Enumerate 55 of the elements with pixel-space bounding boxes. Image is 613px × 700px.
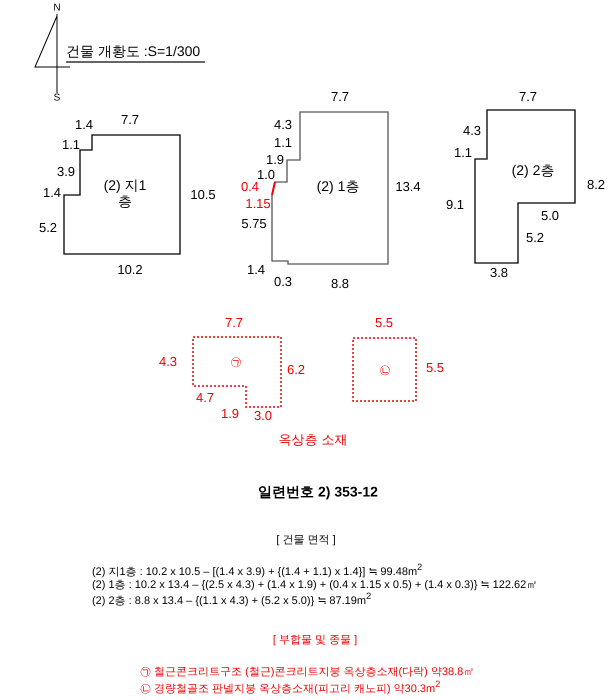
circled-marker: ㉡ bbox=[378, 364, 392, 378]
floor-label: (2) 2층 bbox=[511, 162, 555, 178]
dimension-text: 1.15 bbox=[245, 196, 271, 212]
dimension-text: 4.3 bbox=[462, 124, 482, 138]
dimension-text: 1.4 bbox=[74, 118, 94, 132]
dimension-text: 0.3 bbox=[274, 274, 292, 290]
dimension-text: 5.2 bbox=[38, 220, 58, 236]
dimension-text: 4.3 bbox=[158, 354, 178, 370]
compass-letter: S bbox=[54, 92, 60, 104]
area-formula: (2) 2층 : 8.8 x 13.4 – {(1.1 x 4.3) + (5.2 x 5.0)} ≒ 87.19m$^{2}$ bbox=[92, 591, 372, 607]
area-formula: (2) 1층 : 10.2 x 13.4 – {(2.5 x 4.3) + (1.4 x 1.9) + (0.4 x 1.15 x 0.5) + (1.4 x 0.3)} ≒ 122.62㎡ bbox=[92, 578, 538, 592]
dimension-text: 1.1 bbox=[274, 136, 292, 150]
annex-note: ㉠ 철근콘크리트구조 (철근)콘크리트지붕 옥상층소재(다락) 약38.8㎡ bbox=[140, 666, 474, 678]
compass-letter: N bbox=[53, 2, 61, 14]
dimension-text: 8.2 bbox=[586, 178, 606, 192]
dimension-text: 13.4 bbox=[395, 180, 421, 194]
dimension-text: 1.0 bbox=[256, 168, 276, 182]
dimension-text: 1.1 bbox=[454, 146, 472, 160]
dimension-text: 1.9 bbox=[266, 152, 284, 168]
dimension-text: 0.4 bbox=[240, 180, 260, 194]
dimension-text: 5.75 bbox=[241, 216, 267, 232]
floor-label: (2) 지1층 bbox=[103, 176, 147, 210]
dimension-text: 1.4 bbox=[42, 186, 62, 200]
dimension-text: 7.7 bbox=[330, 90, 350, 104]
dimension-text: 8.8 bbox=[330, 276, 350, 292]
area-formula: (2) 지1층 : 10.2 x 10.5 – [(1.4 x 3.9) + {(1.4 + 1.1) x 1.4}] ≒ 99.48m$^{2}$ bbox=[92, 562, 422, 578]
dimension-text: 3.8 bbox=[490, 266, 508, 280]
drawing-title: 건물 개황도 :S=1/300 bbox=[66, 44, 200, 60]
rooftop-outline bbox=[353, 338, 416, 401]
section-heading: [ 부합물 및 종물 ] bbox=[272, 634, 358, 646]
dimension-text: 4.3 bbox=[274, 118, 292, 132]
dimension-text: 7.7 bbox=[120, 112, 140, 128]
dimension-text: 3.0 bbox=[254, 408, 272, 424]
dimension-text: 1.4 bbox=[246, 262, 266, 278]
dimension-text: 1.1 bbox=[62, 138, 80, 152]
annex-note: ㉡ 경량철골조 판넬지붕 옥상층소재(피고리 캐노피) 약30.3m$^{2}$ bbox=[140, 679, 440, 695]
dimension-text: 10.2 bbox=[117, 262, 143, 278]
dimension-text: 5.5 bbox=[426, 360, 444, 376]
dimension-text: 5.0 bbox=[540, 208, 560, 224]
dimension-text: 10.5 bbox=[190, 188, 216, 202]
dimension-text: 1.9 bbox=[220, 406, 240, 422]
section-heading: 옥상층 소재 bbox=[278, 432, 348, 448]
serial-number: 일련번호 2) 353-12 bbox=[258, 484, 378, 500]
section-heading: [ 건물 면적 ] bbox=[276, 534, 336, 546]
floor-label: (2) 1층 bbox=[316, 178, 360, 194]
dimension-text: 7.7 bbox=[518, 90, 538, 104]
dimension-text: 6.2 bbox=[286, 362, 306, 378]
dimension-text: 5.2 bbox=[526, 230, 544, 246]
dimension-text: 5.5 bbox=[374, 316, 394, 330]
dimension-text: 7.7 bbox=[224, 316, 244, 330]
dimension-text: 4.7 bbox=[196, 390, 214, 406]
dimension-text: 9.1 bbox=[446, 198, 464, 212]
circled-marker: ㉠ bbox=[230, 356, 242, 370]
rooftop-outline bbox=[193, 337, 281, 407]
dimension-text: 3.9 bbox=[56, 164, 76, 180]
